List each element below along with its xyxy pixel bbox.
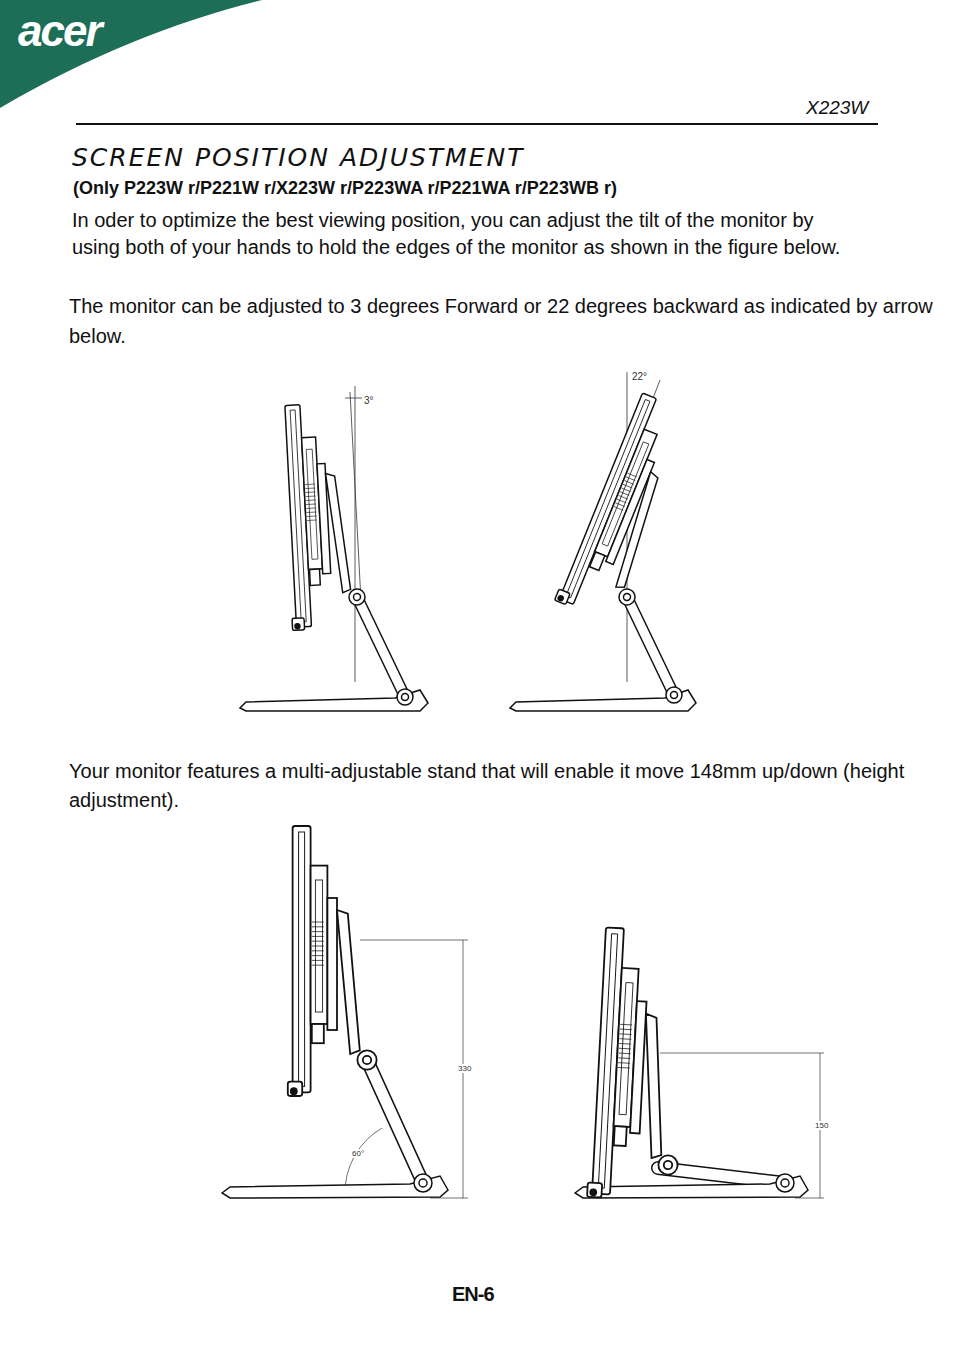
dimension-label: 330 xyxy=(457,1064,472,1073)
tilt-backward-figure xyxy=(510,372,707,711)
body-paragraph: Your monitor features a multi-adjustable… xyxy=(69,757,929,815)
body-paragraph: In oder to optimize the best viewing pos… xyxy=(72,207,862,261)
body-paragraph: The monitor can be adjusted to 3 degrees… xyxy=(69,291,939,351)
angle-label: 60° xyxy=(351,1149,365,1158)
dimension-label: 150 xyxy=(814,1121,829,1130)
header-band xyxy=(0,0,262,108)
header-rule xyxy=(76,123,878,125)
brand-logo: acer xyxy=(18,6,101,56)
height-high-figure xyxy=(222,826,468,1198)
model-note: (Only P223W r/P221W r/X223W r/P223WA r/P… xyxy=(73,178,617,199)
angle-label: 3° xyxy=(363,395,375,406)
height-low-figure xyxy=(575,927,824,1201)
angle-label: 22° xyxy=(631,371,648,382)
model-name: X223W xyxy=(806,97,868,119)
section-title: SCREEN POSITION ADJUSTMENT xyxy=(72,143,524,172)
page-number: EN-6 xyxy=(452,1283,494,1306)
tilt-forward-figure xyxy=(240,386,428,711)
